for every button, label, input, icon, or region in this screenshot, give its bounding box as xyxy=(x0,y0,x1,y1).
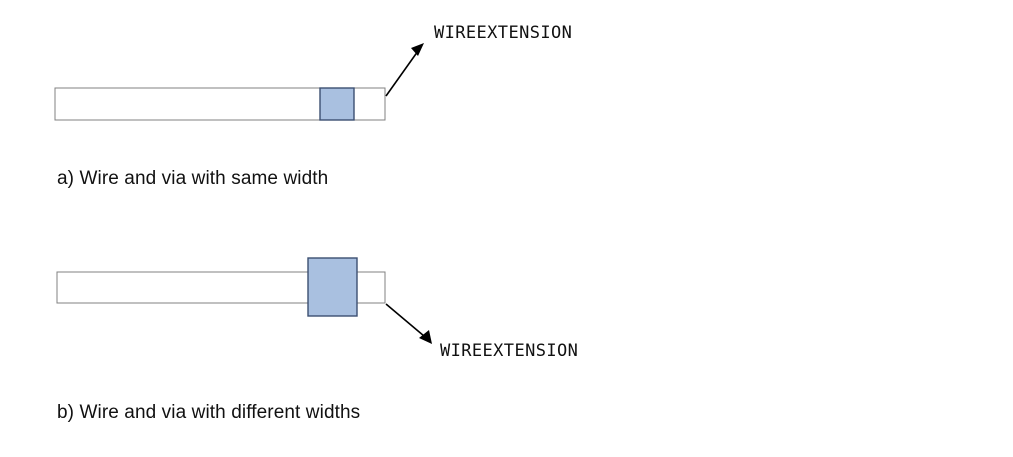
arrow-head-b xyxy=(419,330,432,344)
arrow-head-a xyxy=(411,43,424,56)
caption-panel-a: a) Wire and via with same width xyxy=(57,168,329,189)
panel-a-group: WIREEXTENSION xyxy=(54,23,572,121)
leader-line-b xyxy=(385,303,425,337)
caption-panel-b: b) Wire and via with different widths xyxy=(57,402,361,423)
via-rect-a xyxy=(319,87,355,121)
leader-line-a xyxy=(385,50,419,97)
via-rect-b xyxy=(307,257,358,317)
panel-b-group: WIREEXTENSION xyxy=(56,257,578,361)
wire-extension-label-b: WIREEXTENSION xyxy=(440,341,578,361)
wire-extension-label-a: WIREEXTENSION xyxy=(434,23,572,43)
